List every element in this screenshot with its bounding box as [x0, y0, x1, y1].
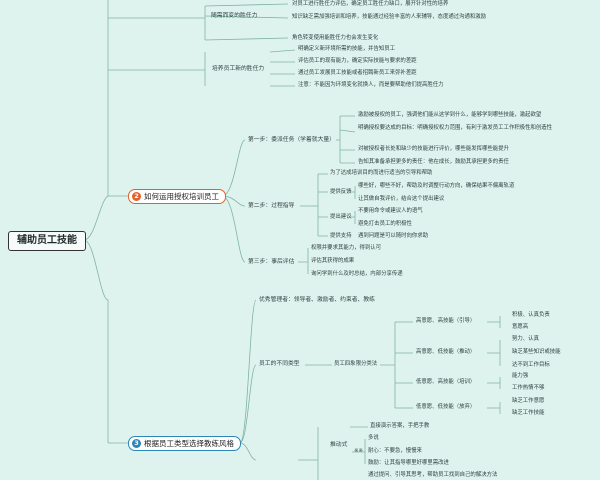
support-item: 遇到问题是可以随时向你求助 [358, 233, 429, 239]
step3-item: 询问学到什么及时总结，内部分享传递 [311, 271, 403, 277]
step3-label: 第三步：事后评估 [248, 259, 295, 265]
quadrant-1-item: 积极、认真负责 [512, 312, 550, 318]
quadrant-2-label: 高意愿、低技能（推动） [416, 349, 476, 355]
push-sub-item: 多说 [368, 435, 379, 441]
group1-item: 角色转变使用能胜任力也会发生变化 [292, 35, 379, 41]
types-item: 优秀管理者：领导者、激励者、约束者、教练 [259, 297, 375, 303]
branch-label: 根据员工类型选择教练风格 [144, 439, 234, 448]
branch-authorization-training[interactable]: 2 如何运用授权培训员工 [128, 189, 226, 204]
quadrant-label: 员工四象限分类法 [334, 361, 378, 367]
quadrant-4-label: 低意愿、低技能（放弃） [416, 404, 476, 410]
step3-item: 评估其获得的成果 [311, 258, 355, 264]
quadrant-2-item: 缺乏某些知识或技能 [512, 349, 561, 355]
suggestion-item: 不要用命令或建议人的语气 [358, 208, 423, 214]
quadrant-4-item: 缺乏工作意愿 [512, 398, 545, 404]
push-sub-item: 鼓励：让其指导哪里好哪里需改进 [368, 460, 449, 466]
branch-coaching-style[interactable]: 3 根据员工类型选择教练风格 [128, 436, 241, 451]
quadrant-3-item: 能力强 [512, 373, 529, 379]
group2-item: 注意：不能因为环境变化就换人，而是要帮助他们提高胜任力 [298, 82, 444, 88]
suggestion-item: 避免打击员工的积极性 [358, 221, 412, 227]
step1-item: 告知其准备承担更多的责任：他在成长，鼓励其承担更多的责任 [358, 159, 509, 165]
bottom-item: 通过提问、引导其思考，帮助员工找到自己的解决方法 [368, 472, 498, 478]
feedback-item: 让其做自我评价，结合这个提出建议 [358, 196, 445, 202]
push-style-label: 推动式 [330, 442, 348, 448]
quadrant-2-item: 努力、认真 [512, 336, 539, 342]
branch-label: 如何运用授权培训员工 [144, 192, 219, 201]
step2-label: 第二步：过程指导 [248, 203, 295, 209]
feedback-label: 提供反馈 [330, 189, 352, 195]
push-item: 直接演示答案，手把手教 [370, 423, 430, 429]
group2-item: 评估员工的现有能力，确定实际技能与要求的差距 [298, 58, 417, 64]
feedback-item: 哪些好，哪些不好，帮助及时调整行动方向，确保结果不偏离轨道 [358, 183, 515, 189]
root-node: 辅助员工技能 [8, 231, 86, 251]
quadrant-1-item: 意愿高 [512, 324, 529, 330]
group1-item: 知识缺乏需加强培训和培养，技能通过经验丰富的人来辅导，态度通过沟通和激励 [292, 14, 487, 20]
quadrant-2-item: 达不到工作目标 [512, 362, 550, 368]
support-label: 提供支持 [330, 233, 352, 239]
number-3-icon: 3 [132, 439, 141, 448]
step1-item: 对被授权者长处和缺少的技能进行评价，哪些能发挥哪些能提升 [358, 146, 509, 152]
group2-label: 培养员工新的胜任力 [212, 66, 265, 72]
group2-item: 通过员工发展员工技能或者招聘新员工来弥补差距 [298, 70, 417, 76]
step2-item: 为了达成培训目的而进行适当的引导和帮助 [330, 170, 433, 176]
step1-item: 激励被授权的员工，强调他们能从这学到什么，能够学到哪些技能，激起欲望 [358, 112, 542, 118]
quadrant-3-label: 低意愿、高技能（培训） [416, 379, 476, 385]
quadrant-1-label: 高意愿、高技能（引导） [416, 318, 476, 324]
suggestion-label: 提出建议 [330, 214, 352, 220]
group1-item: 对员工进行胜任力评估，确定员工胜任力缺口，展开针对性的培养 [292, 1, 449, 7]
step1-item: 明确授权要达成的目标：明确授权权力范围，有利于激发员工工作积极性和创造性 [358, 125, 553, 131]
step1-label: 第一步：委派任务（学着就大量） [248, 137, 335, 143]
push-sub-item: 耐心：不要急，慢慢来 [368, 448, 422, 454]
push-sub-label: ※※ [354, 448, 364, 454]
quadrant-4-item: 缺乏工作技能 [512, 410, 545, 416]
quadrant-3-item: 工作热情不够 [512, 385, 545, 391]
group1-label: 随需而变的胜任力 [211, 13, 258, 19]
group2-item: 明确定义新环境所需的技能，并告知员工 [298, 46, 396, 52]
number-2-icon: 2 [132, 192, 141, 201]
step3-item: 权限并要求其能力，得到认可 [311, 245, 382, 251]
diff-types-label: 员工的不同类型 [259, 361, 300, 367]
